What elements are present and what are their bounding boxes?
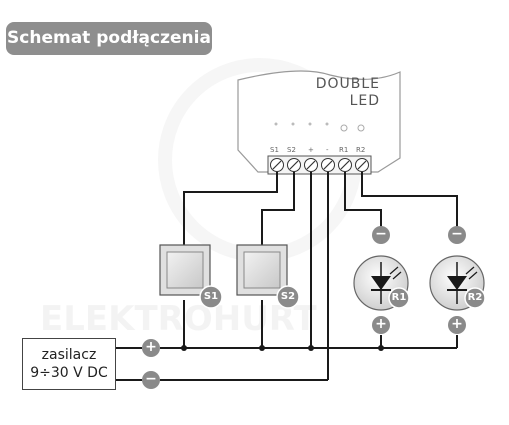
switch-s1-label: S1: [203, 291, 219, 302]
led-r1-plus-sign: +: [375, 316, 387, 332]
terminal-label-r2: R2: [356, 146, 366, 154]
led-r2-badge: [464, 287, 486, 309]
led-r2-minus-sign: −: [451, 226, 463, 242]
led-r2: [429, 226, 486, 334]
terminal-label-plus: +: [308, 146, 314, 154]
diagram-title: Schemat podłączenia: [6, 22, 212, 55]
led-r1-plus-badge: [372, 316, 390, 334]
double-led-module: [237, 70, 401, 175]
diode-icon: [371, 276, 391, 290]
terminal-label-r1: R1: [339, 146, 349, 154]
wire-s1: [183, 172, 278, 245]
led-r1-badge: [388, 287, 410, 309]
psu-plus-badge: [142, 339, 160, 357]
power-supply-voltage: 9÷30 V DC: [30, 365, 108, 381]
terminal-label-s2: S2: [287, 146, 296, 154]
power-supply-box: zasilacz 9÷30 V DC: [22, 338, 116, 390]
switch-s2: [236, 244, 300, 309]
light-rays-icon: [465, 266, 478, 280]
module-name-line1: DOUBLE: [315, 76, 380, 92]
switch-s2-label: S2: [280, 291, 296, 302]
led-r2-minus-badge: [448, 226, 466, 244]
diode-icon: [447, 276, 467, 290]
wire-s2: [261, 172, 295, 245]
psu-minus-badge: [142, 371, 160, 389]
module-name-line2: LED: [349, 93, 380, 109]
led-r1-minus-sign: −: [375, 226, 387, 242]
junctions: [181, 345, 384, 351]
led-r1-minus-badge: [372, 226, 390, 244]
terminal-label-s1: S1: [270, 146, 279, 154]
led-r2-plus-sign: +: [451, 316, 463, 332]
led-r2-label: R2: [467, 292, 483, 303]
switch-s2-badge: [276, 285, 300, 309]
psu-plus-sign: +: [145, 339, 157, 355]
watermark-text: ELEKTROHURT: [40, 299, 317, 339]
led-r1-label: R1: [391, 292, 407, 303]
psu-minus-sign: −: [145, 371, 157, 387]
wire-r1: [344, 172, 382, 227]
light-rays-icon: [389, 266, 402, 280]
terminal-label-minus: -: [326, 146, 329, 154]
switch-s1-badge: [199, 285, 223, 309]
led-r2-plus-badge: [448, 316, 466, 334]
power-supply-label: zasilacz: [41, 347, 97, 363]
led-r1: [353, 226, 410, 334]
switch-s1: [159, 244, 223, 309]
wire-r2: [361, 172, 458, 227]
